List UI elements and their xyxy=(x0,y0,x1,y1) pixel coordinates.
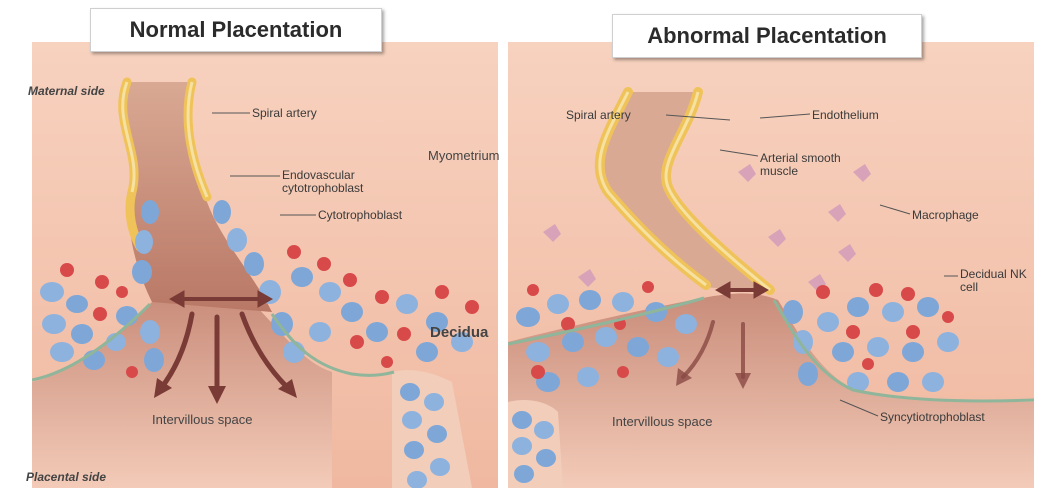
cytotrophoblast-label: Cytotrophoblast xyxy=(318,208,402,222)
normal-placentation-title: Normal Placentation xyxy=(90,8,382,52)
decidua-label: Decidua xyxy=(430,324,488,341)
endovascular-cytotrophoblast-label: Endovascular cytotrophoblast xyxy=(282,169,412,195)
right-spiral-artery-label: Spiral artery xyxy=(566,108,631,122)
arterial-smooth-muscle-label: Arterial smooth muscle xyxy=(760,152,870,178)
macrophage-label: Macrophage xyxy=(912,208,979,222)
syncytiotrophoblast-label: Syncytiotrophoblast xyxy=(880,410,985,424)
right-intervillous-space-label: Intervillous space xyxy=(612,414,712,429)
endothelium-label: Endothelium xyxy=(812,108,879,122)
left-spiral-artery-label: Spiral artery xyxy=(252,106,317,120)
myometrium-label: Myometrium xyxy=(428,148,500,163)
abnormal-placentation-title: Abnormal Placentation xyxy=(612,14,922,58)
left-intervillous-space-label: Intervillous space xyxy=(152,412,252,427)
placental-side-label: Placental side xyxy=(26,470,106,484)
maternal-side-label: Maternal side xyxy=(28,84,105,98)
decidual-nk-cell-label: Decidual NK cell xyxy=(960,268,1040,294)
